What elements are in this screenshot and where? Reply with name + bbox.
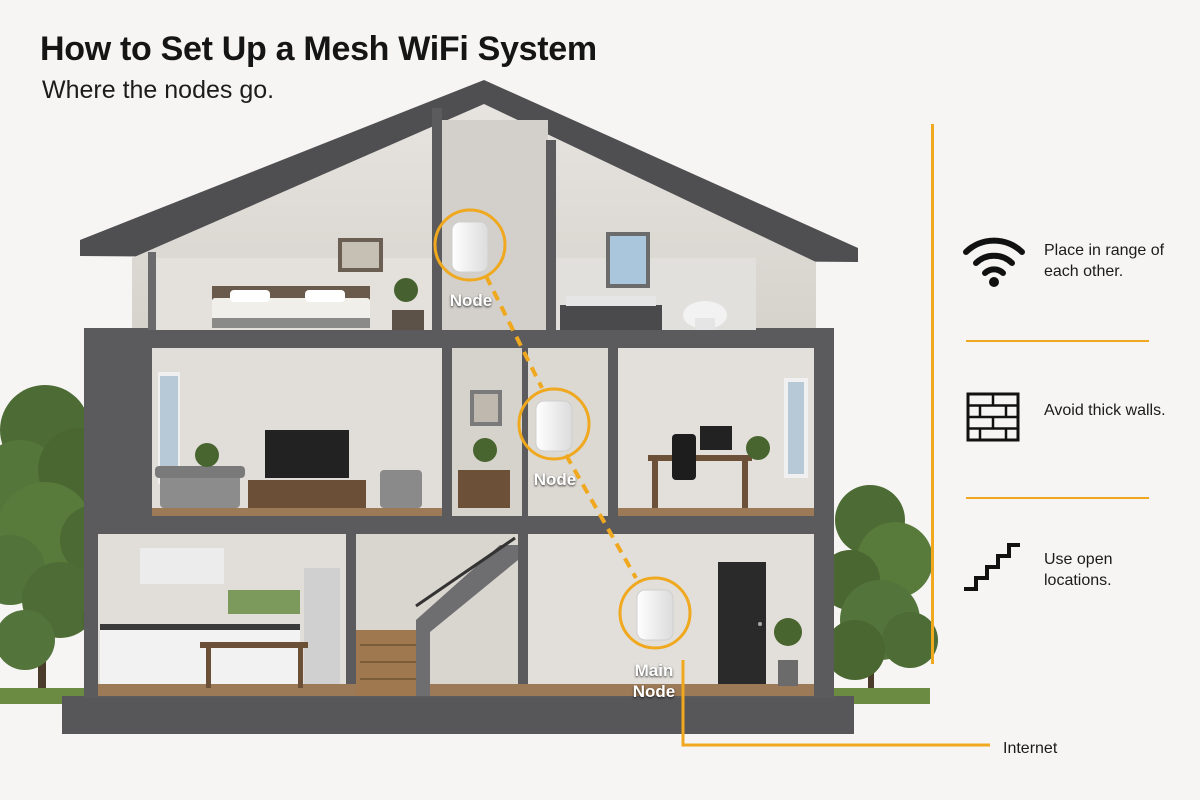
brick-wall-icon [966,392,1020,442]
node-label-middle: Node [533,470,577,489]
node-label-top: Node [449,291,493,310]
tip-text-range: Place in range of each other. [1044,242,1165,280]
mesh-node-middle[interactable] [517,387,591,461]
mesh-link-2 [564,454,638,579]
tips-divider-2 [966,497,1149,499]
office [648,378,808,508]
front-door [718,562,766,684]
bed [212,286,370,328]
stairs-icon [964,543,1020,591]
living-room [155,372,422,508]
internet-cable [681,660,990,747]
node-label-main: Main Node [632,661,676,701]
tree-right [820,485,938,690]
tip-text-open: Use open locations. [1044,551,1113,589]
tips-divider-1 [966,340,1149,342]
page-title: How to Set Up a Mesh WiFi System [40,30,597,68]
mesh-node-top[interactable] [433,208,507,282]
internet-label: Internet [1003,740,1058,757]
mesh-link-1 [484,275,544,389]
wifi-icon [963,237,1025,287]
kitchen [100,548,340,688]
foundation [62,696,854,734]
floor-slab-lower [84,516,830,534]
staircase [356,536,518,696]
floor-slab-upper [124,330,830,348]
tips-divider-vertical [931,124,934,664]
page-subtitle: Where the nodes go. [42,76,275,104]
tip-text-walls: Avoid thick walls. [1044,402,1166,419]
mesh-node-main[interactable] [618,576,692,650]
